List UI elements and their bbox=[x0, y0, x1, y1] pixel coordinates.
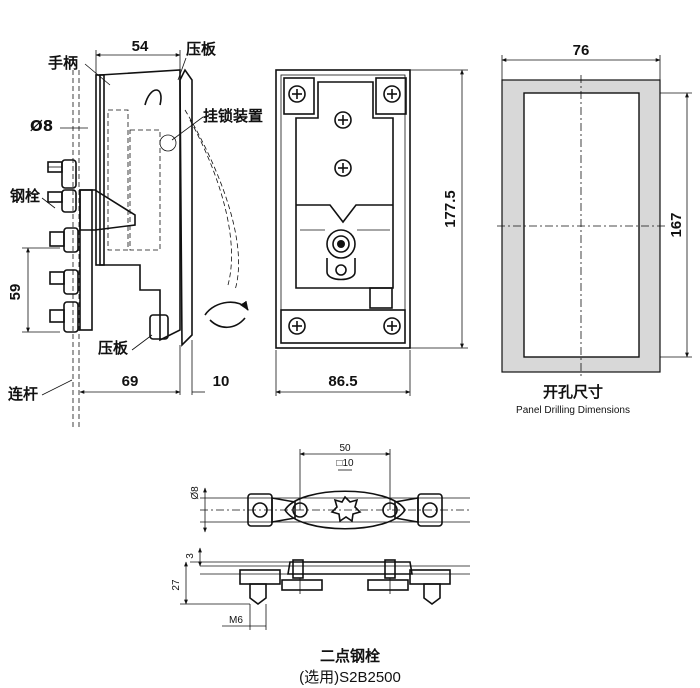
screw-bottom-left-icon bbox=[288, 317, 306, 335]
padlock-ring bbox=[159, 134, 177, 152]
bolt-title: 二点钢栓 bbox=[320, 647, 380, 665]
dim-10: 10 bbox=[213, 373, 230, 390]
panel-title-en: Panel Drilling Dimensions bbox=[516, 405, 630, 416]
mechanism-outline bbox=[296, 204, 393, 224]
dim-167: 167 bbox=[668, 212, 685, 237]
side-view: 54 59 69 10 手柄 压板 挂锁装置 Ø8 钢栓 压板 连杆 bbox=[7, 38, 263, 430]
screw-center-1-icon bbox=[334, 111, 352, 129]
bolt-cam-plate bbox=[284, 490, 406, 530]
dim-50: 50 bbox=[339, 443, 351, 454]
bolt-head-bottom bbox=[49, 301, 79, 333]
inner-mechanism-2 bbox=[129, 129, 161, 251]
body-front-plate bbox=[95, 74, 105, 266]
rotation-arrow-tail bbox=[209, 317, 246, 329]
front-inner-frame bbox=[295, 81, 394, 289]
label-diameter: Ø8 bbox=[30, 117, 53, 135]
dim-54: 54 bbox=[132, 38, 149, 55]
label-handle: 手柄 bbox=[48, 54, 78, 72]
dim-diameter-8: Ø8 bbox=[190, 486, 201, 500]
rotation-arrow-icon bbox=[204, 300, 249, 316]
handle-plate bbox=[179, 68, 193, 347]
label-padlock: 挂锁装置 bbox=[203, 107, 263, 125]
bolt-head-lower bbox=[49, 269, 79, 295]
clamp-bottom-part bbox=[149, 314, 169, 340]
bolt-bracket bbox=[79, 189, 136, 231]
dim-m6: M6 bbox=[229, 615, 243, 626]
handle-hook bbox=[144, 89, 162, 106]
bolt-detail: 50 □10 Ø8 3 27 M6 二点钢栓 (选用)S2B2500 bbox=[171, 443, 470, 686]
screw-bottom-right-icon bbox=[383, 317, 401, 335]
bolt-head-mid bbox=[49, 227, 79, 253]
bolt-foot-left bbox=[249, 583, 267, 605]
dim-3: 3 bbox=[185, 553, 196, 559]
panel-opening bbox=[523, 92, 640, 358]
bolt-subtitle: (选用)S2B2500 bbox=[299, 669, 401, 686]
handle-swing-dashed bbox=[184, 109, 239, 291]
label-connecting-rod: 连杆 bbox=[8, 385, 38, 403]
handle-swing-dashed-2 bbox=[189, 119, 232, 286]
front-view: 86.5 177.5 bbox=[275, 69, 468, 396]
bolt-end-right bbox=[417, 493, 443, 527]
panel-cutout: 76 167 开孔尺寸 Panel Drilling Dimensions bbox=[497, 42, 692, 416]
dim-86-5: 86.5 bbox=[328, 373, 357, 390]
bolt-foot-right bbox=[423, 583, 441, 605]
bottom-plate bbox=[280, 309, 406, 344]
panel-title-cn: 开孔尺寸 bbox=[543, 383, 603, 401]
lock-cylinder-icon bbox=[326, 229, 356, 259]
label-clamp-bottom: 压板 bbox=[98, 339, 129, 357]
star-hole-icon bbox=[330, 495, 362, 523]
label-steel-bolt: 钢栓 bbox=[10, 187, 40, 205]
dim-76: 76 bbox=[573, 42, 590, 59]
bolt-head-upper bbox=[47, 189, 77, 213]
screw-top-left-icon bbox=[288, 85, 306, 103]
bolt-plate bbox=[79, 189, 93, 331]
dim-69: 69 bbox=[122, 373, 139, 390]
inner-mechanism bbox=[107, 109, 129, 251]
dim-27: 27 bbox=[171, 579, 182, 591]
bolt-side-bar bbox=[287, 561, 413, 575]
dim-square-10: □10 bbox=[336, 458, 354, 469]
lock-body-outline bbox=[99, 69, 181, 342]
dim-177-5: 177.5 bbox=[442, 190, 459, 228]
front-outline bbox=[275, 69, 411, 349]
screw-top-right-icon bbox=[383, 85, 401, 103]
label-clamp-top: 压板 bbox=[186, 40, 217, 58]
screw-center-2-icon bbox=[334, 159, 352, 177]
bolt-head-top bbox=[47, 159, 77, 189]
dim-59: 59 bbox=[7, 284, 24, 301]
